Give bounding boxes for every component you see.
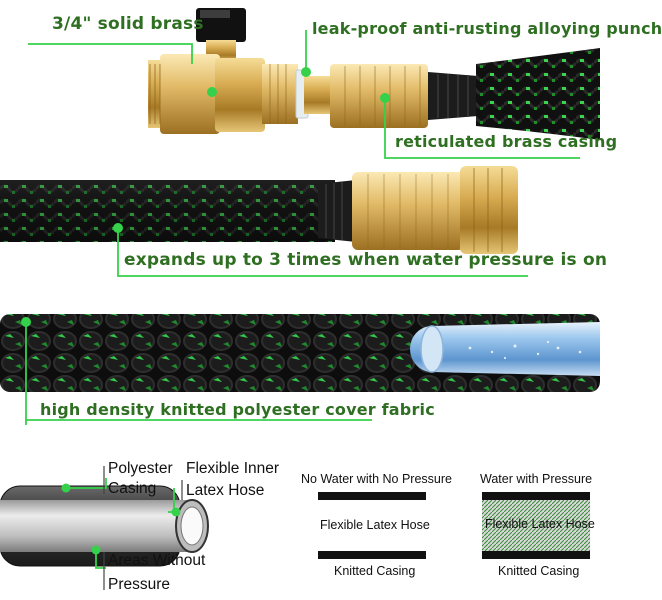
with-pressure-diagram	[482, 492, 590, 559]
label-solid-brass: 3/4" solid brass	[52, 14, 204, 34]
caption-water-bottom: Knitted Casing	[498, 564, 580, 578]
callout-lines	[25, 30, 580, 569]
label-areas-line1: Areas Without	[108, 552, 206, 569]
caption-no-water-bottom: Knitted Casing	[334, 564, 416, 578]
label-polyester-line2: Casing	[108, 480, 157, 497]
label-polyester-line1: Polyester	[108, 460, 173, 477]
product-feature-image: 3/4" solid brass leak-proof anti-rusting…	[0, 8, 662, 593]
caption-no-water-middle: Flexible Latex Hose	[320, 518, 430, 532]
brass-valve-connector	[148, 8, 600, 140]
product-illustration	[0, 8, 600, 590]
label-knitted-fabric: high density knitted polyester cover fab…	[40, 400, 435, 419]
hose-cross-section-diagram	[0, 485, 209, 567]
expanded-hose-cutaway	[0, 314, 600, 392]
no-pressure-diagram	[318, 492, 426, 559]
label-latex-line1: Flexible Inner	[186, 460, 280, 477]
label-brass-casing: reticulated brass casing	[395, 132, 618, 151]
caption-no-water-heading: No Water with No Pressure	[301, 472, 452, 486]
caption-water-middle: Flexible Latex Hose	[485, 517, 595, 531]
label-areas-line2: Pressure	[108, 576, 171, 593]
diagram-ticks	[103, 466, 183, 590]
label-anti-rust-punch: leak-proof anti-rusting alloying punch	[312, 19, 662, 38]
caption-water-heading: Water with Pressure	[480, 472, 593, 486]
label-expands: expands up to 3 times when water pressur…	[124, 250, 608, 270]
hose-with-brass-fitting	[0, 166, 518, 254]
callout-dots	[21, 67, 390, 555]
label-latex-line2: Latex Hose	[186, 482, 265, 499]
